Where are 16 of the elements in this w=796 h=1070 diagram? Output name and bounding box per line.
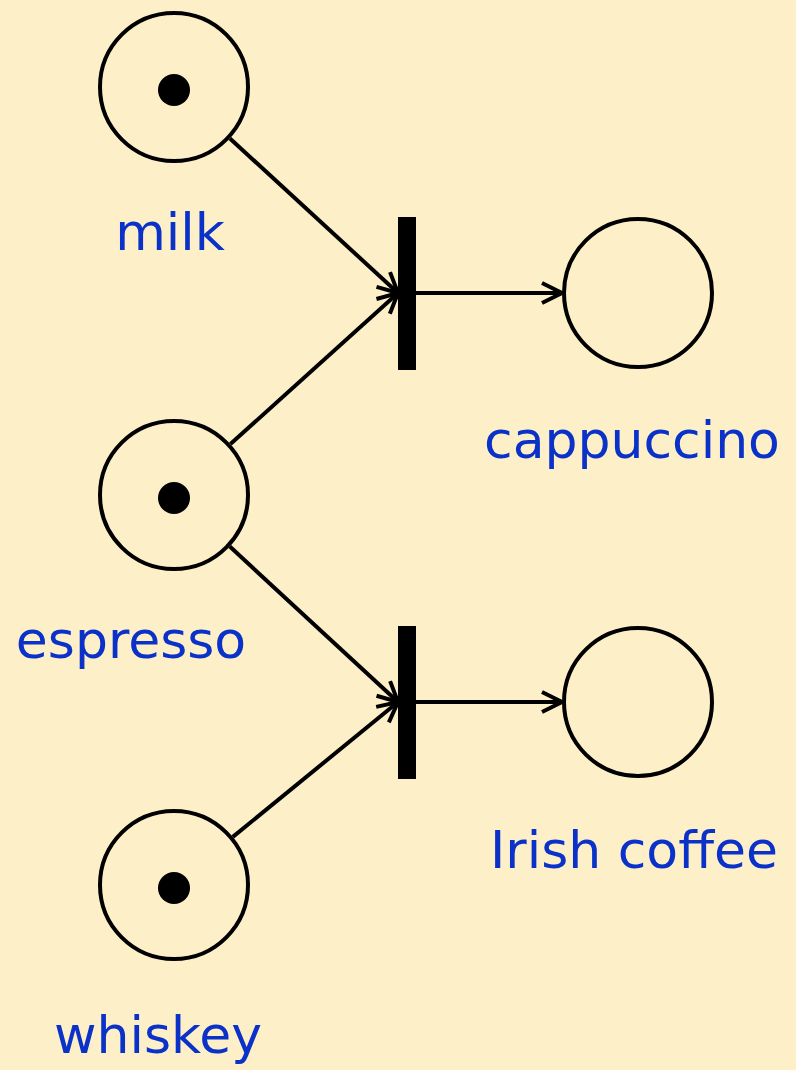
arrow	[229, 291, 400, 446]
token-dot	[158, 872, 190, 904]
place-label: milk	[114, 202, 226, 262]
place-label: Irish coffee	[489, 820, 779, 880]
place-label: cappuccino	[483, 410, 781, 470]
arrow	[228, 545, 400, 704]
arrow	[416, 281, 564, 305]
token-dot	[158, 74, 190, 106]
arrow	[228, 136, 400, 295]
transition-bar	[398, 626, 416, 779]
arrow	[416, 690, 564, 714]
token-dot	[158, 482, 190, 514]
arrow	[231, 700, 400, 839]
transition-bar	[398, 217, 416, 370]
place-label: whiskey	[52, 1005, 264, 1065]
place-label: espresso	[14, 610, 248, 670]
